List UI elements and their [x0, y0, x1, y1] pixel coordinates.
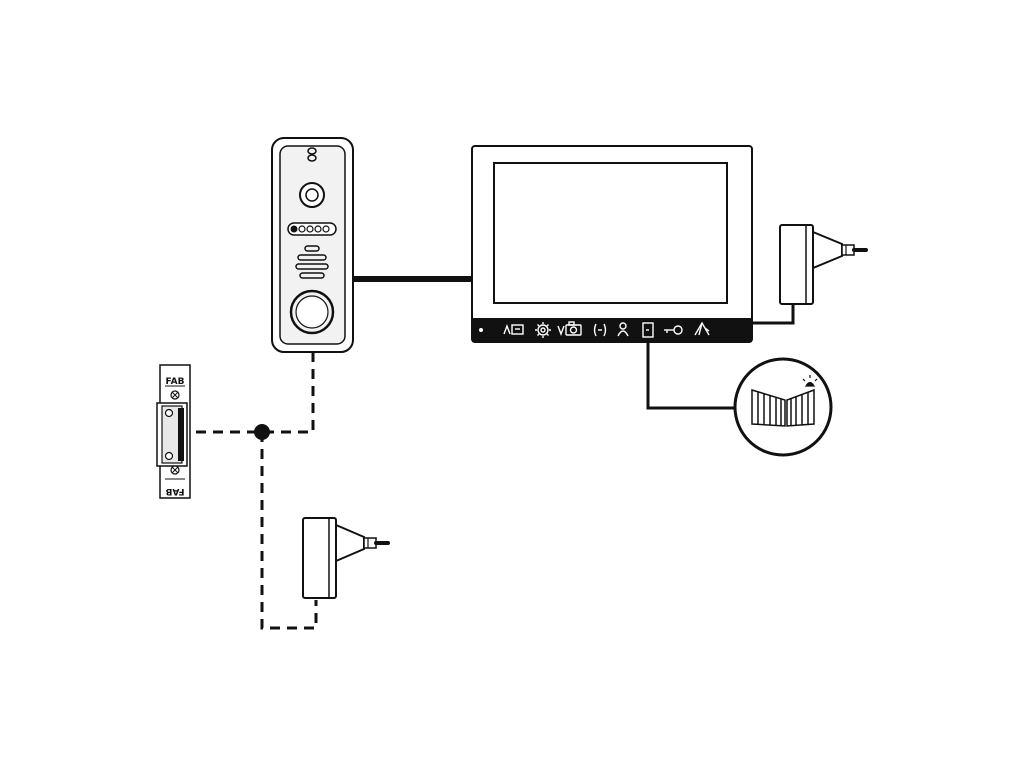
- screw-icon: [170, 390, 180, 400]
- mode-icon: [503, 324, 524, 335]
- user-icon: [617, 322, 629, 337]
- camera-icon: [557, 321, 582, 336]
- door-icon: [642, 322, 654, 338]
- door-panel: [271, 137, 354, 353]
- cable-monitor-adapter: [752, 300, 795, 325]
- connections: [190, 276, 795, 630]
- monitor-screen: [493, 162, 728, 304]
- gate-icon: [694, 321, 710, 336]
- lock-adapter: [302, 517, 390, 599]
- screw-icon: [170, 465, 180, 475]
- junction-node: [254, 424, 270, 440]
- electric-lock: FAB FAB: [156, 364, 191, 499]
- gate: [733, 357, 833, 457]
- settings-icon: [535, 322, 551, 338]
- lock-label-bottom: FAB: [165, 486, 184, 496]
- ir-led-icon: [287, 222, 337, 236]
- gate-leaf-left-icon: [751, 388, 786, 427]
- camera-lens-icon: [299, 182, 325, 208]
- cable-panel-lock: [190, 352, 315, 434]
- lock-label-top: FAB: [166, 377, 185, 387]
- cable-monitor-gate: [646, 343, 736, 410]
- intercom-icon: [593, 323, 607, 337]
- call-button-icon: [289, 289, 335, 335]
- monitor-adapter: [779, 224, 868, 305]
- gate-leaf-right-icon: [786, 388, 815, 427]
- monitor-button-bar: [472, 318, 752, 342]
- monitor: [471, 145, 753, 343]
- light-sensor-icon: [307, 147, 317, 162]
- key-icon: [664, 325, 683, 335]
- cable-lock-adapter: [260, 432, 318, 630]
- speaker-grille-icon: [295, 245, 329, 279]
- indicator-dot-icon: [479, 328, 483, 332]
- gate-signal-lamp-icon: [802, 375, 818, 387]
